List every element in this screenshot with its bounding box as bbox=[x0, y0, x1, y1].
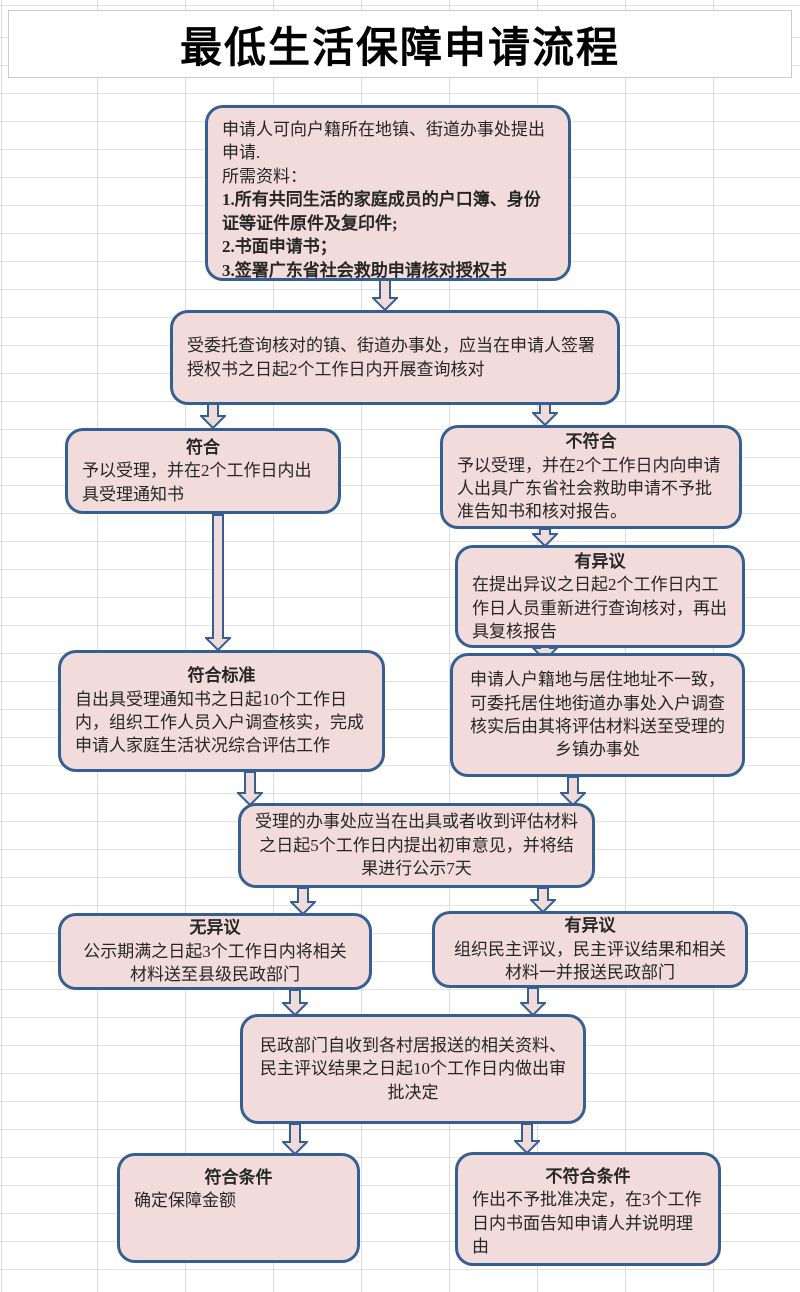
flow-box-apply: 申请人可向户籍所在地镇、街道办事处提出申请. 所需资料： 1.所有共同生活的家庭… bbox=[205, 105, 571, 281]
apply-item-2: 2.书面申请书； bbox=[222, 237, 337, 257]
qualified-text: 确定保障金额 bbox=[134, 1191, 236, 1211]
fail-text: 予以受理，并在2个工作日内向申请人出具广东省社会救助申请不予批准告知书和核对报告… bbox=[457, 455, 721, 522]
flow-box-fail: 不符合 予以受理，并在2个工作日内向申请人出具广东省社会救助申请不予批准告知书和… bbox=[440, 425, 742, 529]
arrow-review-to-objection2-icon bbox=[530, 887, 556, 913]
flow-box-unqualified: 不符合条件 作出不予批准决定，在3个工作日内书面告知申请人并说明理由 bbox=[455, 1152, 721, 1266]
flow-box-different-residence: 申请人户籍地与居住地址不一致，可委托居住地街道办事处入户调查核实后由其将评估材料… bbox=[450, 653, 745, 777]
arrow-apply-to-check-icon bbox=[372, 279, 398, 311]
initial-review-text: 受理的办事处应当在出具或者收到评估材料之日起5个工作日内提出初审意见，并将结果进… bbox=[255, 812, 578, 879]
arrow-approval-to-qualified-icon bbox=[282, 1123, 308, 1155]
flow-box-meet-standard: 符合标准 自出具受理通知书之日起10个工作日内，组织工作人员入户调查核实，完成申… bbox=[58, 650, 385, 772]
fail-title: 不符合 bbox=[565, 432, 617, 452]
meet-standard-title: 符合标准 bbox=[187, 666, 256, 686]
flow-box-pass: 符合 予以受理，并在2个工作日内出具受理通知书 bbox=[65, 428, 341, 514]
no-objection-title: 无异议 bbox=[189, 918, 241, 938]
chart-title-band: 最低生活保障申请流程 bbox=[8, 10, 792, 78]
objection1-title: 有异议 bbox=[574, 551, 626, 571]
flow-box-qualified: 符合条件 确定保障金额 bbox=[117, 1153, 360, 1263]
unqualified-title: 不符合条件 bbox=[545, 1167, 631, 1186]
arrow-no-objection-to-approval-icon bbox=[282, 989, 308, 1016]
pass-text: 予以受理，并在2个工作日内出具受理通知书 bbox=[82, 461, 312, 504]
page-title: 最低生活保障申请流程 bbox=[179, 25, 620, 72]
arrow-approval-to-unqualified-icon bbox=[514, 1123, 540, 1154]
objection1-text: 在提出异议之日起2个工作日内工作日人员重新进行查询核对，再出具复核报告 bbox=[472, 575, 727, 641]
meet-standard-text: 自出具受理通知书之日起10个工作日内，组织工作人员入户调查核实，完成申请人家庭生… bbox=[75, 689, 364, 756]
flow-box-initial-review: 受理的办事处应当在出具或者收到评估材料之日起5个工作日内提出初审意见，并将结果进… bbox=[238, 803, 595, 888]
arrow-review-to-no-objection-icon bbox=[290, 887, 316, 915]
objection2-title: 有异议 bbox=[564, 916, 616, 936]
no-objection-text: 公示期满之日起3个工作日内将相关材料送至县级民政部门 bbox=[83, 941, 347, 985]
flow-box-objection-recheck: 有异议 在提出异议之日起2个工作日内工作日人员重新进行查询核对，再出具复核报告 bbox=[455, 545, 745, 648]
arrow-meet-standard-to-review-icon bbox=[237, 771, 263, 806]
qualified-title: 符合条件 bbox=[204, 1168, 273, 1187]
arrow-check-to-pass-icon bbox=[200, 403, 226, 429]
apply-text-line2: 所需资料： bbox=[222, 166, 307, 186]
flow-box-no-objection: 无异议 公示期满之日起3个工作日内将相关材料送至县级民政部门 bbox=[58, 913, 372, 990]
arrow-fail-to-objection-icon bbox=[532, 528, 558, 547]
unqualified-text: 作出不予批准决定，在3个工作日内书面告知申请人并说明理由 bbox=[472, 1190, 702, 1257]
arrow-objection2-to-approval-icon bbox=[520, 987, 546, 1016]
approval-text: 民政部门自收到各村居报送的相关资料、民主评议结果之日起10个工作日内做出审批决定 bbox=[260, 1035, 566, 1102]
pass-title: 符合 bbox=[186, 437, 220, 457]
apply-item-3: 3.签署广东省社会救助申请核对授权书 bbox=[222, 260, 507, 280]
flow-box-check: 受委托查询核对的镇、街道办事处，应当在申请人签署授权书之日起2个工作日内开展查询… bbox=[170, 310, 620, 405]
flow-box-objection-review: 有异议 组织民主评议，民主评议结果和相关材料一并报送民政部门 bbox=[432, 911, 748, 988]
objection2-text: 组织民主评议，民主评议结果和相关材料一并报送民政部门 bbox=[454, 939, 726, 983]
check-text: 受委托查询核对的镇、街道办事处，应当在申请人签署授权书之日起2个工作日内开展查询… bbox=[187, 336, 595, 379]
different-residence-text: 申请人户籍地与居住地址不一致，可委托居住地街道办事处入户调查核实后由其将评估材料… bbox=[470, 670, 725, 760]
flow-box-approval: 民政部门自收到各村居报送的相关资料、民主评议结果之日起10个工作日内做出审批决定 bbox=[240, 1014, 586, 1124]
arrow-pass-to-meet-standard-icon bbox=[205, 514, 231, 651]
apply-text-line1: 申请人可向户籍所在地镇、街道办事处提出申请. bbox=[222, 120, 545, 163]
arrow-residence-to-review-icon bbox=[560, 776, 586, 806]
arrow-check-to-fail-icon bbox=[532, 403, 558, 426]
apply-item-1: 1.所有共同生活的家庭成员的户口簿、身份证等证件原件及复印件; bbox=[222, 190, 541, 233]
